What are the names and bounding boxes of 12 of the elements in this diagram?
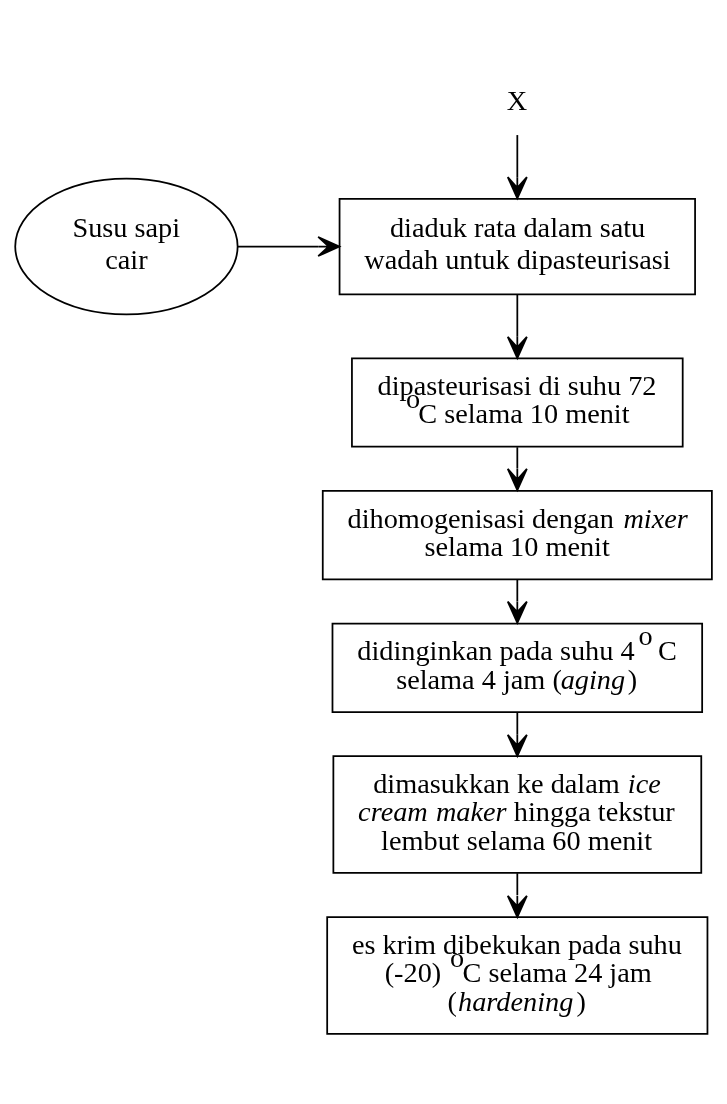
node-box: dihomogenisasi dengan mixer selama 10 menit bbox=[321, 489, 713, 580]
arrow bbox=[506, 133, 528, 199]
node-box: dimasukkan ke dalam ice cream maker hingga tekstur lembut selama 60 menit bbox=[332, 754, 703, 874]
arrow bbox=[237, 235, 341, 257]
node-box: diaduk rata dalam satu wadah untuk dipasteurisasi bbox=[338, 197, 696, 295]
node-text: X bbox=[506, 84, 528, 116]
arrow bbox=[506, 445, 528, 491]
arrow bbox=[506, 293, 528, 359]
arrow bbox=[506, 578, 528, 624]
arrow bbox=[506, 871, 528, 918]
node-ellipse: Susu sapi cair bbox=[14, 177, 239, 315]
arrow bbox=[506, 711, 528, 757]
